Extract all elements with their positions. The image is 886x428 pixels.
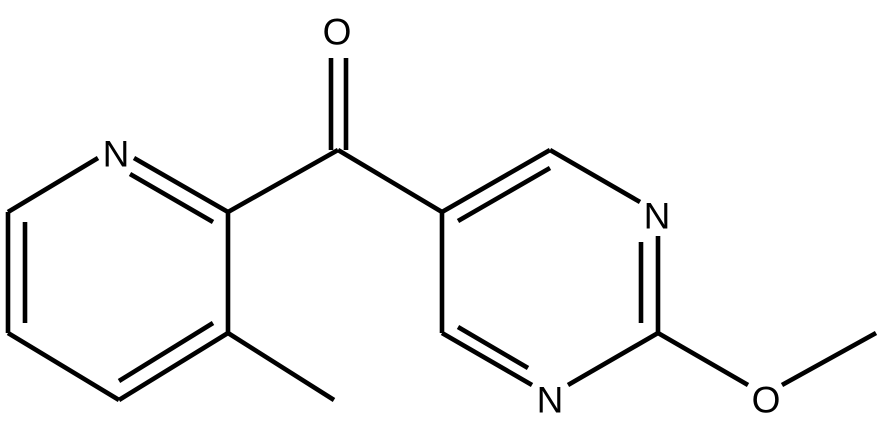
bond-methyl-pyridine	[226, 331, 336, 402]
pyridine-ring	[5, 156, 231, 402]
bond-c4p-n3	[548, 148, 642, 204]
bond-n1-c6	[6, 156, 100, 214]
bond-c5-c4p	[440, 148, 552, 214]
bond-c4-c3-inner	[117, 321, 215, 383]
bond-n1p-c6p	[440, 331, 534, 387]
bond-c5-c4	[6, 331, 121, 402]
carbonyl-group	[226, 58, 444, 215]
atom-methoxy-oxygen: O	[752, 380, 781, 421]
bond-c2-carbonyl	[226, 147, 340, 215]
bond-c5-c4p-inner	[456, 166, 552, 223]
bond-c2-n1-inner	[128, 172, 215, 224]
bond-c2p-o	[656, 331, 750, 387]
bond-c2p-n1p	[566, 331, 660, 387]
bond-n1p-c6p-inner	[456, 325, 530, 370]
pyrimidine-ring	[439, 148, 661, 387]
atom-carbonyl-oxygen: O	[323, 12, 352, 53]
atom-pyridine-nitrogen: N	[103, 134, 130, 175]
bond-o-ch3	[780, 330, 878, 388]
bond-carbonyl-pyrimidine	[336, 148, 444, 214]
bond-c4-c3	[117, 331, 230, 402]
methoxy-group	[656, 330, 878, 388]
bond-c2-n1	[132, 156, 230, 214]
atom-pyrimidine-nitrogen-lower: N	[537, 380, 564, 421]
atom-pyrimidine-nitrogen-upper: N	[644, 196, 671, 237]
